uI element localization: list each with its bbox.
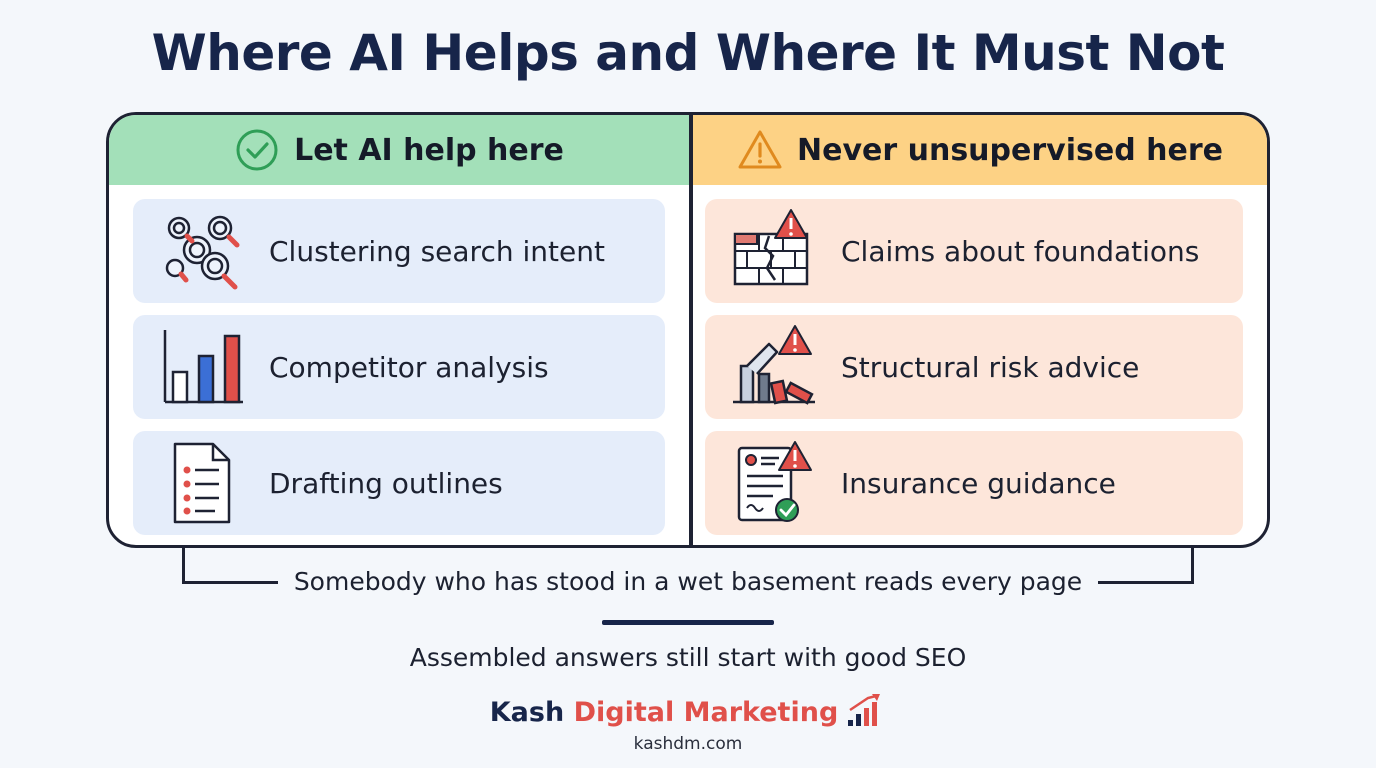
- list-item: Insurance guidance: [705, 431, 1243, 535]
- warning-triangle-icon: [738, 130, 782, 169]
- comparison-panel: Let AI help here: [106, 112, 1270, 548]
- section-rule: [602, 620, 774, 625]
- brand-lockup: Kash Digital Marketing: [0, 692, 1376, 728]
- page-title: Where AI Helps and Where It Must Not: [151, 24, 1225, 82]
- cracked-wall-warning-icon: [733, 209, 809, 286]
- allowed-column-header: Let AI help here: [109, 115, 689, 185]
- list-item: Claims about foundations: [705, 199, 1243, 303]
- growth-bars-icon: [848, 694, 881, 726]
- collapsing-structure-warning-icon: [733, 325, 815, 405]
- list-item-label: Structural risk advice: [841, 350, 1140, 384]
- restricted-column-header: Never unsupervised here: [693, 115, 1267, 185]
- restricted-column: Never unsupervised here: [693, 115, 1267, 545]
- subtitle: Assembled answers still start with good …: [409, 643, 967, 672]
- magnifier-cluster-icon: [165, 215, 240, 290]
- check-circle-icon: [236, 129, 278, 171]
- allowed-column-heading: Let AI help here: [294, 132, 564, 168]
- list-item: Competitor analysis: [133, 315, 665, 419]
- list-item-label: Drafting outlines: [269, 466, 503, 500]
- bracket-note: Somebody who has stood in a wet basement…: [0, 567, 1376, 596]
- allowed-column: Let AI help here: [109, 115, 689, 545]
- bracket-note-text: Somebody who has stood in a wet basement…: [277, 567, 1099, 596]
- bar-chart-icon: [163, 330, 243, 404]
- certificate-warning-icon: [737, 441, 812, 522]
- brand-name-accent: Digital Marketing: [573, 697, 839, 728]
- list-item: Drafting outlines: [133, 431, 665, 535]
- list-item-label: Clustering search intent: [269, 234, 605, 268]
- brand-name: Kash Digital Marketing: [490, 697, 839, 728]
- list-item-label: Claims about foundations: [841, 234, 1200, 268]
- list-item: Structural risk advice: [705, 315, 1243, 419]
- brand-url: kashdm.com: [633, 734, 743, 754]
- restricted-column-heading: Never unsupervised here: [797, 132, 1223, 168]
- document-list-icon: [173, 442, 231, 524]
- list-item: Clustering search intent: [133, 199, 665, 303]
- column-divider: [689, 115, 693, 545]
- list-item-label: Insurance guidance: [841, 466, 1116, 500]
- brand-name-primary: Kash: [489, 697, 565, 728]
- list-item-label: Competitor analysis: [269, 350, 549, 384]
